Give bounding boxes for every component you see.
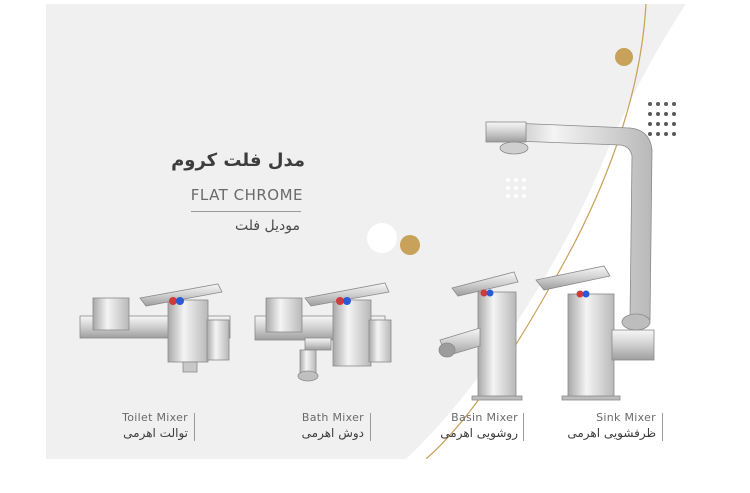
product-name-en: Bath Mixer (301, 411, 364, 424)
gold-dot (615, 48, 633, 66)
basin-mixer-image (438, 271, 523, 401)
label-divider (662, 413, 663, 441)
product-label-basin: Basin Mixer روشویی اهرمی (430, 411, 518, 440)
subtitle-persian: مودیل فلت (235, 218, 300, 234)
white-circle-ornament (367, 223, 397, 253)
product-name-en: Sink Mixer (596, 411, 656, 424)
product-name-fa: ظرفشویی اهرمی (567, 426, 656, 440)
product-name-fa: روشویی اهرمی (440, 426, 518, 440)
title-persian: مدل فلت کروم (171, 150, 305, 171)
label-divider (194, 413, 195, 441)
product-label-bath: Bath Mixer دوش اهرمی (280, 411, 364, 440)
bath-mixer-image (254, 282, 392, 382)
sink-mixer-image (485, 121, 655, 401)
label-divider (523, 413, 524, 441)
toilet-mixer-image (79, 283, 231, 373)
dot-grid-light (506, 178, 526, 198)
product-label-toilet: Toilet Mixer توالت اهرمی (100, 411, 188, 440)
product-label-sink: Sink Mixer ظرفشویی اهرمی (560, 411, 656, 440)
product-name-en: Basin Mixer (451, 411, 518, 424)
title-divider (191, 211, 301, 212)
label-divider (370, 413, 371, 441)
product-name-fa: دوش اهرمی (301, 426, 364, 440)
dot-grid-dark (648, 102, 676, 136)
product-name-fa: توالت اهرمی (123, 426, 188, 440)
gold-circle-ornament (400, 235, 420, 255)
title-english: FLAT CHROME (190, 186, 303, 204)
product-name-en: Toilet Mixer (122, 411, 188, 424)
